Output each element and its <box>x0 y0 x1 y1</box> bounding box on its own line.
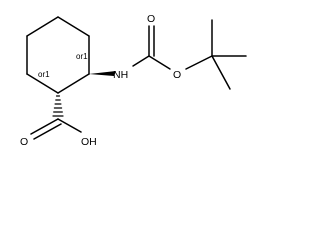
carbamate-carbonyl-o-label: O <box>147 13 155 25</box>
chemical-structure: NH O O O OH or1 or1 <box>20 13 247 148</box>
tert-butyl-group <box>211 19 247 90</box>
acid-hydroxyl-bond <box>57 118 82 133</box>
oh-label: OH <box>81 136 97 148</box>
tbu-methyl-down <box>211 55 231 90</box>
acid-carbonyl-bond-a <box>30 118 59 135</box>
acid-carbonyl-o-label: O <box>20 136 28 148</box>
carboxylic-acid-group <box>30 118 82 140</box>
hashed-bond-c2-cooh <box>52 95 64 117</box>
ester-o-label: O <box>173 69 181 81</box>
ring-bond-4 <box>57 73 90 94</box>
stereo-label-c1: or1 <box>76 52 88 61</box>
nh-label: NH <box>113 69 128 81</box>
ring-bond-1 <box>26 16 59 37</box>
wedge-bond-c1-n <box>89 71 116 76</box>
stereo-label-c2: or1 <box>38 70 50 79</box>
cyclohexane-ring <box>26 16 90 94</box>
nh-carbonyl-bond <box>132 55 150 67</box>
carbamate-ester-bond <box>148 55 171 70</box>
ring-bond-5 <box>26 73 59 94</box>
acid-carbonyl-bond-b <box>33 123 62 140</box>
ester-tbu-bond <box>185 55 213 70</box>
ring-bond-2 <box>57 16 90 37</box>
